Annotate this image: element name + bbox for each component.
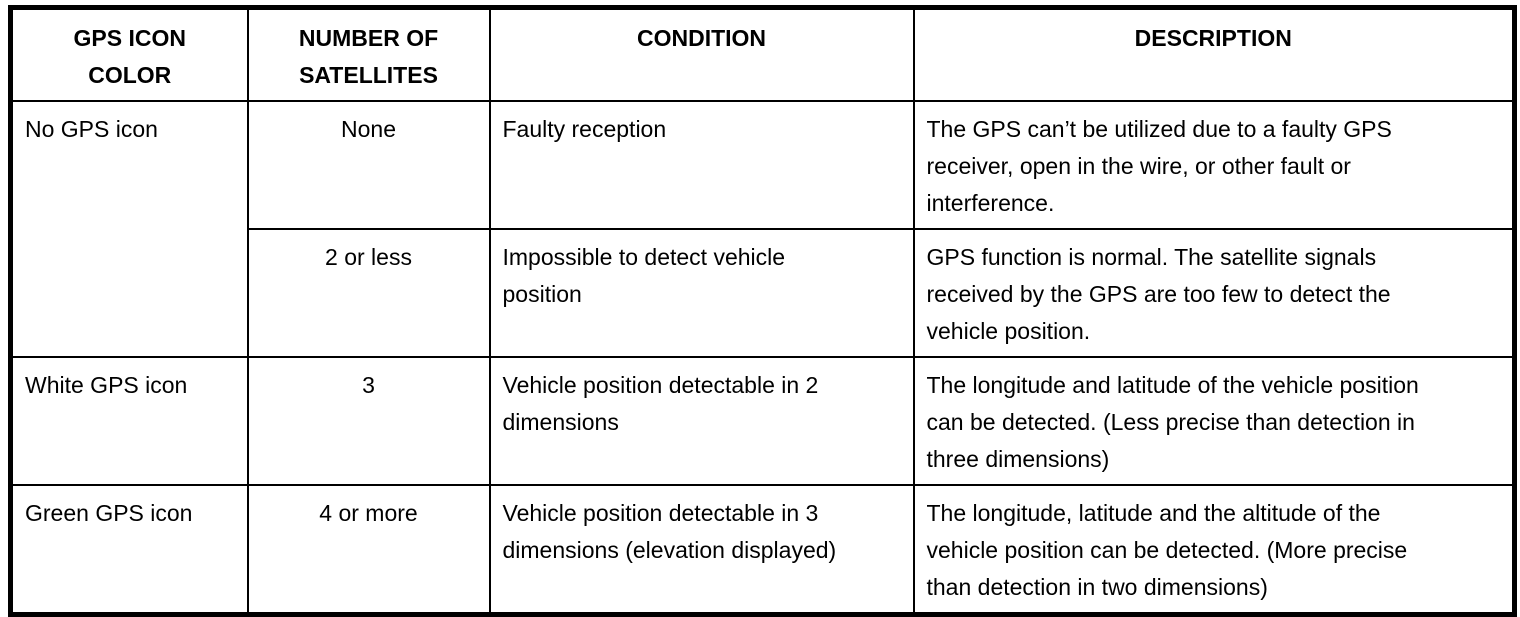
column-header-condition: CONDITION (488, 6, 915, 102)
column-header-number-of-satellites: NUMBER OF SATELLITES (246, 6, 491, 102)
document-page: GPS ICON COLOR NUMBER OF SATELLITES COND… (8, 5, 1517, 617)
cell-satellites-2-or-less: 2 or less (246, 228, 491, 358)
table-row: No GPS icon None Faulty reception The GP… (9, 100, 1516, 358)
cell-description-2-dimensions: The longitude and latitude of the vehicl… (912, 356, 1516, 486)
cell-satellites-3: 3 (246, 356, 491, 486)
cell-description-faulty-reception: The GPS can’t be utilized due to a fault… (912, 100, 1516, 230)
cell-icon-color-white-gps: White GPS icon (9, 356, 249, 486)
gps-status-table: GPS ICON COLOR NUMBER OF SATELLITES COND… (8, 5, 1517, 617)
cell-condition-faulty-reception: Faulty reception (488, 100, 915, 230)
cell-icon-color-no-gps: No GPS icon (9, 100, 249, 358)
table-header-row: GPS ICON COLOR NUMBER OF SATELLITES COND… (9, 6, 1516, 102)
table-row: White GPS icon 3 Vehicle position detect… (9, 356, 1516, 486)
cell-satellites-none: None (246, 100, 491, 230)
column-header-gps-icon-color: GPS ICON COLOR (9, 6, 249, 102)
cell-condition-2-dimensions: Vehicle position detectable in 2 dimensi… (488, 356, 915, 486)
table-row: 2 or less Impossible to detect vehicle p… (11, 228, 1516, 358)
column-header-description: DESCRIPTION (912, 6, 1516, 102)
cell-description-too-few-signals: GPS function is normal. The satellite si… (912, 228, 1516, 358)
cell-condition-impossible-to-detect: Impossible to detect vehicle position (488, 228, 915, 358)
